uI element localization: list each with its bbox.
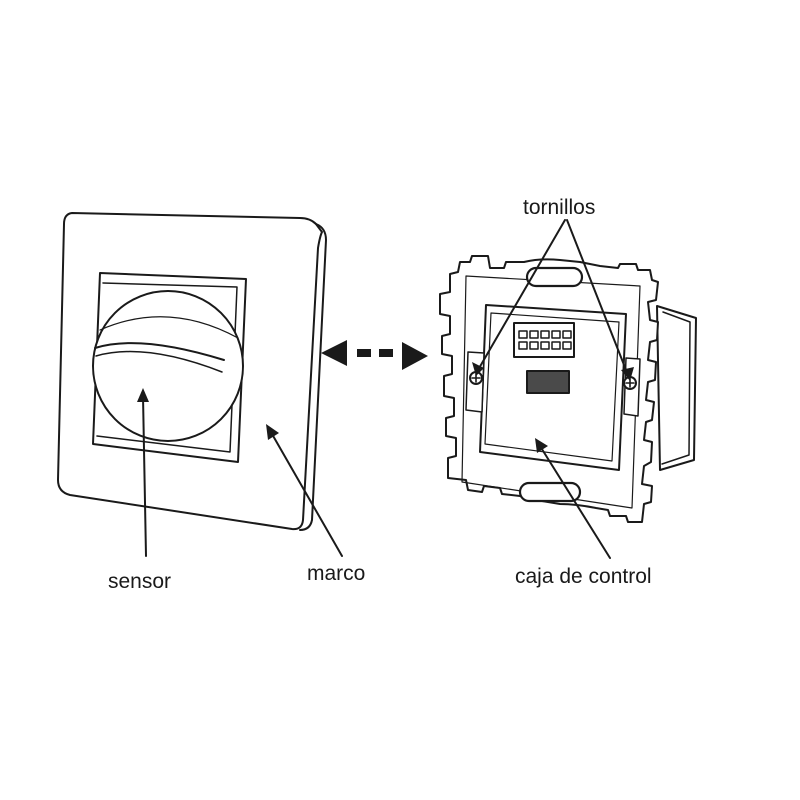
terminal-block (513, 322, 575, 358)
swap-arrow-icon (321, 340, 428, 370)
sensor-dome (92, 290, 244, 442)
frame-edge (299, 223, 327, 531)
frame-label: marco (307, 562, 366, 585)
bottom-slot (518, 481, 582, 503)
sensor-frame-assembly (57, 212, 327, 531)
screws-label: tornillos (523, 196, 596, 219)
leader-lines (137, 219, 634, 559)
sensor-label: sensor (108, 570, 172, 593)
control-box-side (656, 305, 697, 471)
top-slot (525, 266, 584, 288)
indicator-window (526, 370, 570, 394)
control-box-label: caja de control (515, 565, 652, 588)
control-box (439, 255, 697, 523)
